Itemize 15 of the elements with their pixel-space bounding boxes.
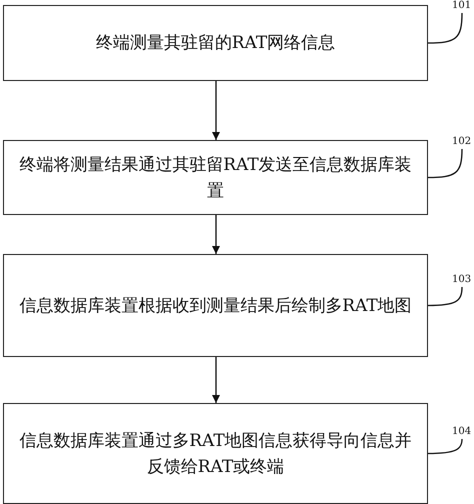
arrow	[212, 357, 220, 403]
step-number: 103	[452, 274, 474, 287]
arrow	[212, 81, 220, 140]
process-box: 终端将测量结果通过其驻留RAT发送至信息数据库装置	[3, 140, 428, 215]
leader-line	[428, 286, 463, 306]
leader-line	[428, 12, 463, 44]
process-box: 信息数据库装置通过多RAT地图信息获得导向信息并反馈给RAT或终端	[3, 403, 428, 504]
process-box: 信息数据库装置根据收到测量结果后绘制多RAT地图	[3, 254, 428, 357]
leader-line	[428, 438, 463, 454]
leader-line	[428, 148, 463, 178]
step-number: 101	[452, 0, 474, 13]
step-number: 104	[452, 426, 474, 439]
process-box: 终端测量其驻留的RAT网络信息	[3, 5, 428, 81]
arrow	[212, 215, 220, 254]
step-number: 102	[452, 136, 474, 149]
